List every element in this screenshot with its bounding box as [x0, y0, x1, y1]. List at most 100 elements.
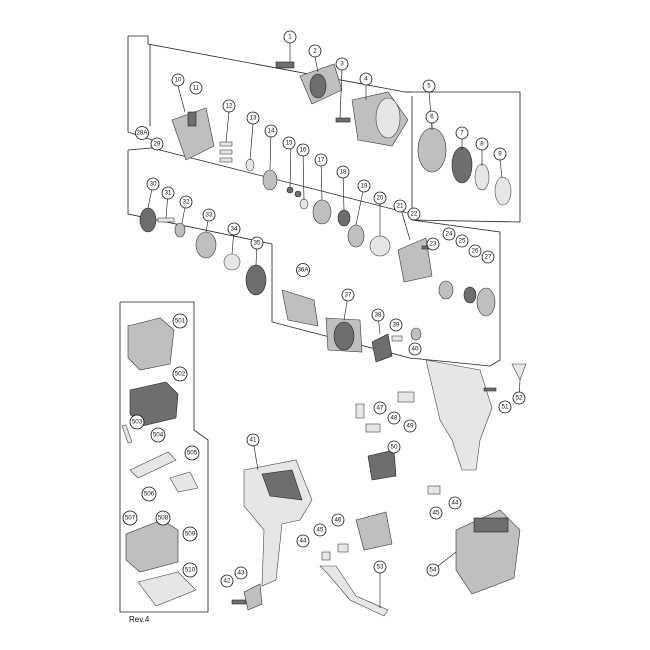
- cover-part-49: [397, 391, 415, 403]
- svg-text:23: 23: [430, 241, 437, 248]
- svg-text:501: 501: [175, 318, 186, 325]
- callout-12: 12: [222, 99, 236, 113]
- screw-part-42: [231, 599, 247, 605]
- parts-lower-row: [139, 207, 422, 363]
- svg-text:40: 40: [412, 346, 419, 353]
- carrier-part: [312, 199, 332, 225]
- svg-text:19: 19: [361, 183, 368, 190]
- callout-45: 45: [313, 523, 327, 537]
- switch-board-part: [371, 333, 393, 363]
- svg-text:33: 33: [206, 212, 213, 219]
- pin-part-c: [219, 157, 233, 163]
- svg-text:45: 45: [317, 527, 324, 534]
- callout-11: 11: [189, 81, 203, 95]
- callout-503: 503: [129, 414, 145, 430]
- svg-text:43: 43: [238, 570, 245, 577]
- bit-part-503: [121, 424, 133, 444]
- callout-28A: 28A: [135, 126, 149, 140]
- callout-17: 17: [314, 153, 328, 167]
- rotor-part: [281, 289, 319, 327]
- svg-text:507: 507: [125, 515, 136, 522]
- svg-text:21: 21: [397, 203, 404, 210]
- callout-509: 509: [182, 526, 198, 542]
- callout-54: 54: [426, 563, 440, 577]
- callout-43: 43: [234, 566, 248, 580]
- callout-45b: 45: [429, 506, 443, 520]
- svg-text:24: 24: [446, 231, 453, 238]
- bearing-plate-part-35: [245, 264, 267, 296]
- screw-part: [275, 61, 295, 69]
- controller-part: [355, 511, 393, 551]
- svg-text:46: 46: [335, 517, 342, 524]
- callout-14: 14: [264, 124, 278, 138]
- parts-upper-row: [171, 61, 512, 317]
- svg-text:1: 1: [288, 34, 292, 41]
- callout-24: 24: [442, 227, 456, 241]
- svg-text:16: 16: [300, 147, 307, 154]
- svg-text:42: 42: [224, 578, 231, 585]
- callout-35: 35: [250, 236, 264, 250]
- svg-text:29: 29: [154, 141, 161, 148]
- revision-label: Rev.4: [129, 615, 150, 624]
- clutch-ring-part: [417, 127, 447, 173]
- washer-part-20: [369, 235, 391, 257]
- chuck-jaw-part: [309, 73, 327, 99]
- gear-part-26: [463, 286, 477, 304]
- cap-part-52: [511, 363, 527, 381]
- svg-text:508: 508: [158, 515, 169, 522]
- svg-text:48: 48: [391, 415, 398, 422]
- svg-text:7: 7: [460, 130, 464, 137]
- callout-6: 6: [425, 110, 439, 124]
- svg-text:503: 503: [132, 419, 143, 426]
- case-part-506: [125, 519, 179, 573]
- bit-holder-part-504: [129, 451, 177, 479]
- pin-part-a: [219, 141, 233, 147]
- shaft-part-31: [157, 217, 175, 223]
- svg-text:12: 12: [226, 103, 233, 110]
- svg-text:8: 8: [480, 141, 484, 148]
- callout-49: 49: [403, 419, 417, 433]
- planet-gear-part-b: [294, 190, 302, 198]
- callout-5: 5: [422, 79, 436, 93]
- svg-text:18: 18: [340, 169, 347, 176]
- callout-15: 15: [282, 136, 296, 150]
- callout-8: 8: [475, 137, 489, 151]
- svg-text:35: 35: [254, 240, 261, 247]
- svg-text:5: 5: [427, 83, 431, 90]
- svg-text:13: 13: [250, 115, 257, 122]
- accessory-frame: [119, 301, 209, 613]
- washer-part-9: [494, 176, 512, 206]
- svg-text:28A: 28A: [136, 130, 148, 137]
- svg-text:25: 25: [459, 238, 466, 245]
- pinion-part: [337, 209, 351, 227]
- callout-2: 2: [308, 44, 322, 58]
- svg-text:6: 6: [430, 114, 434, 121]
- screw-part-51: [483, 387, 497, 392]
- callout-31: 31: [161, 186, 175, 200]
- callout-37: 37: [341, 288, 355, 302]
- svg-text:504: 504: [153, 432, 164, 439]
- callout-40: 40: [408, 342, 422, 356]
- spring-part: [474, 163, 490, 191]
- callout-505: 505: [184, 445, 200, 461]
- callout-1: 1: [283, 30, 297, 44]
- svg-text:15: 15: [286, 140, 293, 147]
- svg-text:2: 2: [313, 48, 317, 55]
- screw-part-3: [335, 117, 351, 123]
- pad-part-45: [337, 543, 349, 553]
- svg-text:38: 38: [375, 312, 382, 319]
- light-part-47: [355, 403, 365, 419]
- callout-20: 20: [373, 191, 387, 205]
- svg-text:44: 44: [300, 538, 307, 545]
- svg-text:3: 3: [340, 61, 344, 68]
- svg-text:49: 49: [407, 423, 414, 430]
- bearing-part-32: [174, 222, 186, 238]
- lens-part-48: [365, 423, 381, 433]
- svg-text:44: 44: [452, 500, 459, 507]
- svg-text:26: 26: [472, 248, 479, 255]
- svg-text:50: 50: [391, 444, 398, 451]
- svg-text:47: 47: [377, 405, 384, 412]
- svg-text:22: 22: [411, 211, 418, 218]
- callout-26: 26: [468, 244, 482, 258]
- shift-knob-part: [187, 111, 197, 127]
